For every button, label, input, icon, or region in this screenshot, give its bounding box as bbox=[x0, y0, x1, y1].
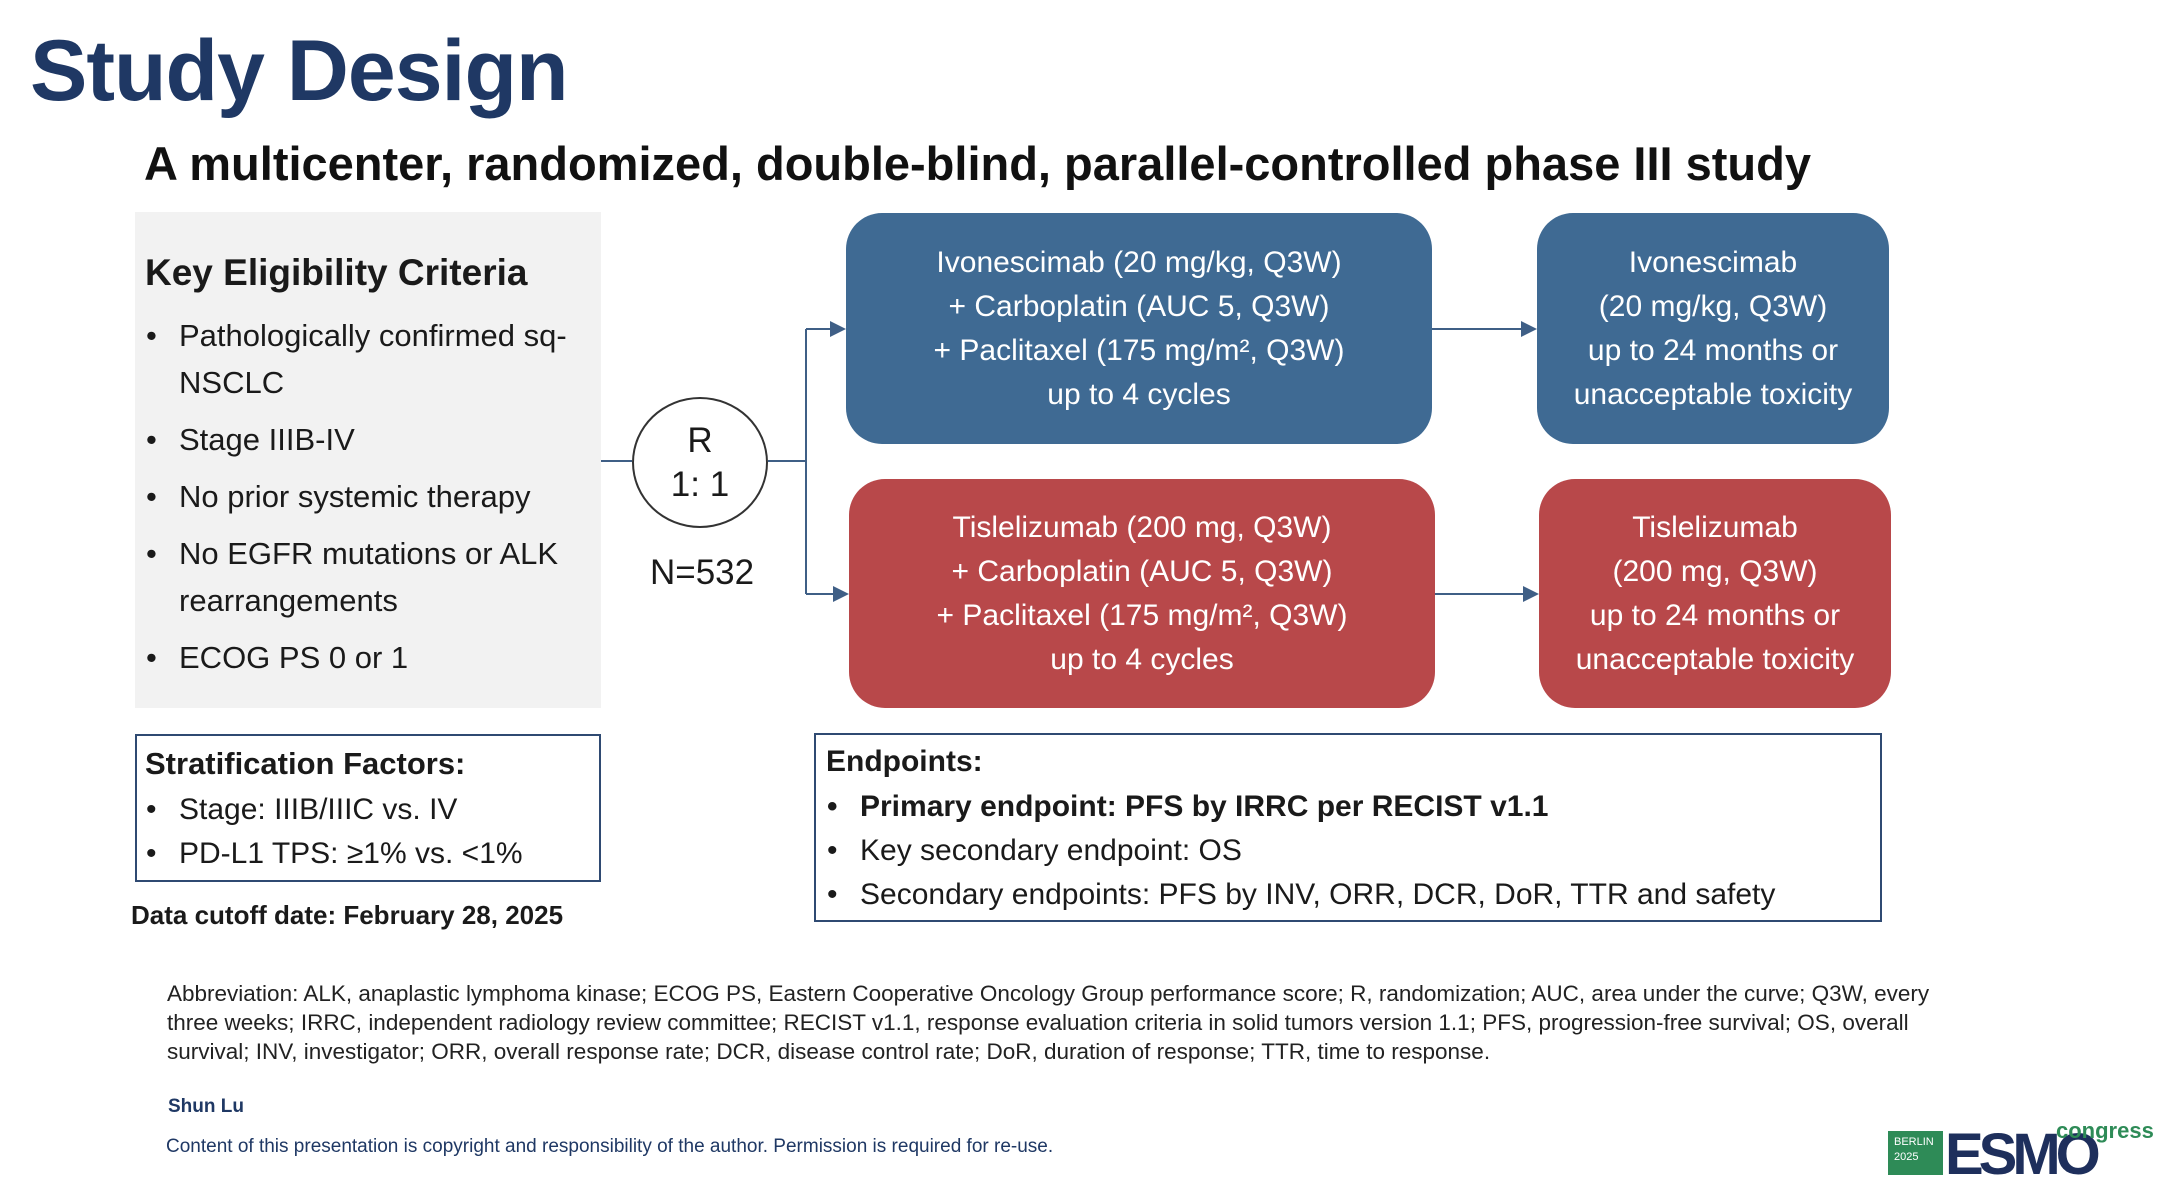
eligibility-list: Pathologically confirmed sq-NSCLC Stage … bbox=[146, 312, 594, 691]
endpoints-title: Endpoints: bbox=[826, 745, 983, 778]
endpoint-item: Secondary endpoints: PFS by INV, ORR, DC… bbox=[827, 873, 1870, 917]
endpoint-item: Key secondary endpoint: OS bbox=[827, 829, 1870, 873]
logo-city: BERLIN bbox=[1894, 1136, 1934, 1148]
stratification-item: PD-L1 TPS: ≥1% vs. <1% bbox=[146, 832, 589, 876]
arm1-maintenance-box: Ivonescimab (20 mg/kg, Q3W) up to 24 mon… bbox=[1537, 213, 1889, 444]
arm2-maintenance-box: Tislelizumab (200 mg, Q3W) up to 24 mont… bbox=[1539, 479, 1891, 708]
eligibility-item: No EGFR mutations or ALK rearrangements bbox=[146, 530, 594, 624]
logo-year: 2025 bbox=[1894, 1151, 1919, 1163]
author-name: Shun Lu bbox=[168, 1096, 244, 1117]
randomization-letter: R bbox=[687, 420, 713, 460]
arm2-induction-line: + Paclitaxel (175 mg/m², Q3W) bbox=[936, 598, 1348, 632]
endpoints-panel bbox=[814, 733, 1882, 922]
stratification-title: Stratification Factors: bbox=[145, 746, 466, 781]
abbreviation-footnote: Abbreviation: ALK, anaplastic lymphoma k… bbox=[167, 981, 1930, 1064]
slide-subtitle: A multicenter, randomized, double-blind,… bbox=[144, 137, 1811, 190]
logo-wordmark: ESMO bbox=[1945, 1122, 2101, 1187]
arm1-induction-line: + Carboplatin (AUC 5, Q3W) bbox=[948, 289, 1330, 323]
arm2-maintenance-line: (200 mg, Q3W) bbox=[1612, 554, 1818, 588]
eligibility-item: ECOG PS 0 or 1 bbox=[146, 634, 594, 681]
arm1-maintenance-line: Ivonescimab bbox=[1628, 245, 1798, 279]
slide-title: Study Design bbox=[30, 23, 569, 119]
arm2-induction-line: Tislelizumab (200 mg, Q3W) bbox=[952, 510, 1332, 544]
arm1-induction-line: + Paclitaxel (175 mg/m², Q3W) bbox=[933, 333, 1345, 367]
stratification-list: Stage: IIIB/IIIC vs. IV PD-L1 TPS: ≥1% v… bbox=[146, 788, 589, 876]
arm2-induction-line: up to 4 cycles bbox=[1050, 642, 1234, 676]
endpoints-list: Primary endpoint: PFS by IRRC per RECIST… bbox=[827, 785, 1870, 917]
arm1-induction-line: up to 4 cycles bbox=[1047, 377, 1231, 411]
arm2-maintenance-line: up to 24 months or bbox=[1589, 598, 1841, 632]
randomization-circle: R 1: 1 bbox=[632, 397, 768, 528]
eligibility-item: Stage IIIB-IV bbox=[146, 416, 594, 463]
stratification-item: Stage: IIIB/IIIC vs. IV bbox=[146, 788, 589, 832]
data-cutoff-date: Data cutoff date: February 28, 2025 bbox=[131, 900, 564, 930]
endpoint-item-primary: Primary endpoint: PFS by IRRC per RECIST… bbox=[827, 785, 1870, 829]
arm1-maintenance-line: unacceptable toxicity bbox=[1573, 377, 1853, 411]
stratification-panel bbox=[135, 734, 601, 882]
logo-city-tag: BERLIN 2025 bbox=[1888, 1131, 1943, 1175]
arm1-induction-line: Ivonescimab (20 mg/kg, Q3W) bbox=[936, 245, 1342, 279]
arm1-maintenance-line: up to 24 months or bbox=[1587, 333, 1839, 367]
eligibility-title: Key Eligibility Criteria bbox=[145, 252, 528, 293]
eligibility-item: No prior systemic therapy bbox=[146, 473, 594, 520]
copyright-notice: Content of this presentation is copyrigh… bbox=[166, 1136, 1054, 1157]
arm2-induction-line: + Carboplatin (AUC 5, Q3W) bbox=[951, 554, 1333, 588]
logo-congress-text: congress bbox=[2056, 1118, 2154, 1143]
arm2-induction-box: Tislelizumab (200 mg, Q3W) + Carboplatin… bbox=[849, 479, 1435, 708]
arm2-maintenance-line: Tislelizumab bbox=[1632, 510, 1798, 544]
eligibility-item: Pathologically confirmed sq-NSCLC bbox=[146, 312, 594, 406]
randomization-ratio: 1: 1 bbox=[670, 464, 730, 504]
arm1-maintenance-line: (20 mg/kg, Q3W) bbox=[1598, 289, 1828, 323]
arm1-induction-box: Ivonescimab (20 mg/kg, Q3W) + Carboplati… bbox=[846, 213, 1432, 444]
sample-size-label: N=532 bbox=[650, 553, 755, 592]
arm2-maintenance-line: unacceptable toxicity bbox=[1575, 642, 1855, 676]
